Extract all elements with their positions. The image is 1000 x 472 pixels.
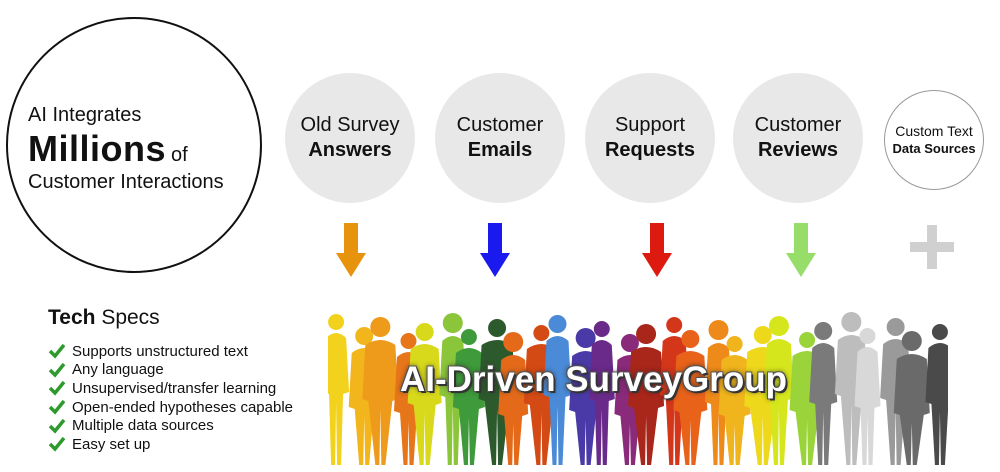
arrow-down-icon: [480, 223, 510, 277]
person-silhouette: [809, 322, 838, 465]
source-label-bottom: Emails: [467, 139, 533, 161]
checkmark-icon: [48, 344, 66, 359]
spec-item-label: Easy set up: [72, 435, 151, 453]
plus-icon: [910, 225, 954, 269]
person-silhouette: [763, 316, 794, 465]
spec-item-label: Multiple data sources: [72, 417, 214, 435]
source-label-bottom: Reviews: [757, 139, 839, 161]
tech-specs-title-bold: Tech: [48, 306, 96, 329]
source-label-top: Customer: [754, 114, 842, 136]
spec-item: Unsupervised/transfer learning: [48, 379, 293, 398]
arrow-down-icon: [642, 223, 672, 277]
person-silhouette: [362, 317, 399, 465]
source-label-bottom: Data Sources: [892, 141, 976, 156]
person-silhouette: [718, 336, 751, 465]
source-custom-text: Custom Text Data Sources: [884, 90, 984, 190]
banner-title: AI-Driven SurveyGroup: [400, 360, 788, 399]
person-silhouette: [925, 324, 948, 465]
checkmark-icon: [48, 399, 66, 415]
checkmark-icon: [48, 437, 66, 452]
spec-item: Easy set up: [48, 435, 293, 454]
crowd-silhouettes: [328, 312, 948, 465]
arrow-down-icon: [786, 223, 816, 277]
tech-specs: Tech Specs Supports unstructured text An…: [48, 306, 293, 454]
headline-line3: Customer Interactions: [28, 171, 224, 193]
source-customer-emails: Customer Emails: [435, 73, 565, 203]
source-label-top: Custom Text: [895, 123, 973, 139]
spec-item-label: Supports unstructured text: [72, 342, 248, 360]
spec-item: Any language: [48, 361, 293, 380]
source-support-requests: Support Requests: [585, 73, 715, 203]
source-label-bottom: Answers: [308, 139, 392, 161]
tech-specs-title: Tech Specs: [48, 306, 293, 330]
person-silhouette: [328, 314, 350, 465]
person-silhouette: [543, 315, 572, 465]
source-customer-reviews: Customer Reviews: [733, 73, 863, 203]
person-silhouette: [854, 328, 881, 465]
headline-line1: AI Integrates: [28, 104, 142, 126]
person-silhouette: [588, 321, 615, 465]
headline-connector: of: [171, 144, 188, 166]
person-silhouette: [628, 324, 665, 465]
person-silhouette: [893, 331, 930, 465]
spec-item-label: Any language: [72, 361, 164, 379]
spec-item: Multiple data sources: [48, 416, 293, 435]
checkmark-icon: [48, 381, 66, 397]
source-label-bottom: Requests: [604, 139, 696, 161]
person-silhouette: [498, 332, 529, 465]
spec-item: Supports unstructured text: [48, 342, 293, 361]
spec-item: Open-ended hypotheses capable: [48, 398, 293, 417]
source-label-top: Customer: [456, 114, 544, 136]
checkmark-icon: [48, 418, 66, 434]
plus-horizontal-bar: [910, 242, 954, 252]
tech-specs-title-rest: Specs: [101, 306, 160, 329]
person-silhouette: [452, 329, 485, 465]
person-silhouette: [407, 323, 442, 465]
checkmark-icon: [48, 362, 66, 378]
person-silhouette: [673, 330, 708, 465]
arrow-down-icon: [336, 223, 366, 277]
source-label-top: Support: [614, 114, 686, 136]
spec-item-label: Unsupervised/transfer learning: [72, 379, 277, 397]
source-label-top: Old Survey: [300, 114, 400, 136]
spec-item-label: Open-ended hypotheses capable: [72, 398, 294, 416]
tech-specs-list: Supports unstructured text Any language …: [48, 342, 293, 454]
source-old-survey-answers: Old Survey Answers: [285, 73, 415, 203]
headline-emphasis: Millions: [28, 128, 166, 169]
